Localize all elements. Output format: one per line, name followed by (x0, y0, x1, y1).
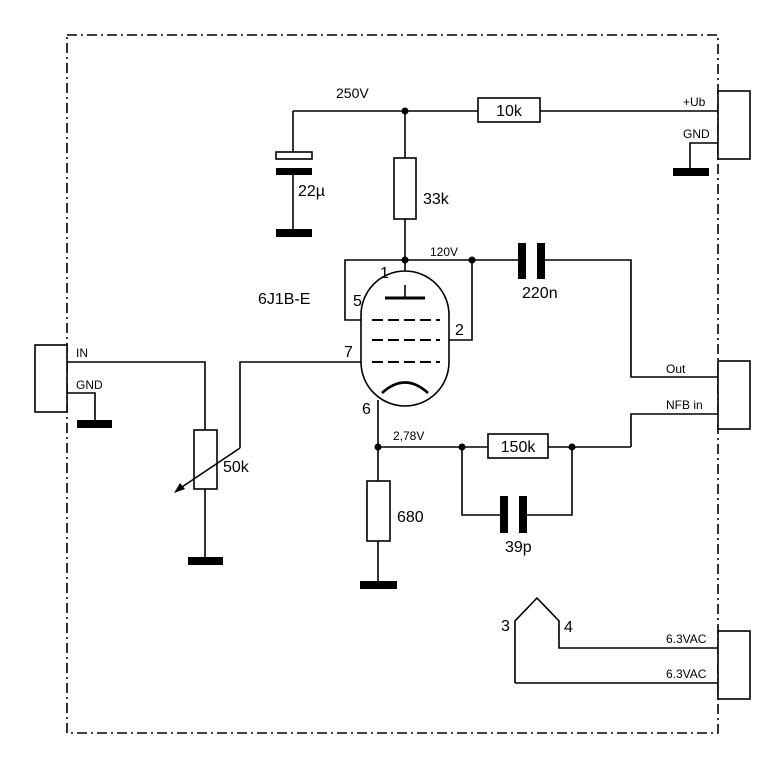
label-in: IN (76, 346, 88, 360)
resistor-680 (366, 480, 391, 542)
input-wiring (67, 361, 361, 557)
label-supply-gnd: GND (683, 127, 710, 141)
label-pin-7: 7 (344, 344, 353, 361)
label-r-cathode: 680 (397, 509, 424, 526)
ground-symbol (276, 229, 312, 237)
connector-supply (717, 90, 751, 160)
connector-output (717, 360, 751, 430)
ground-symbol (188, 557, 223, 565)
label-supply-voltage: 250V (336, 85, 369, 101)
junction-cathode (374, 443, 382, 451)
capacitor-22u (275, 151, 313, 175)
label-cathode-voltage: 2,78V (393, 429, 424, 443)
capacitor-220n (518, 243, 545, 279)
ground-symbol (673, 168, 709, 176)
label-c-out: 220n (522, 285, 558, 302)
supply-wiring (292, 110, 718, 285)
label-heater-2: 6.3VAC (666, 667, 707, 681)
capacitor-39p (500, 496, 527, 533)
wiper-arrow-icon (174, 447, 241, 493)
heater-wiring (514, 596, 718, 684)
label-pin-2: 2 (455, 322, 464, 339)
label-c-supply: 22µ (298, 183, 325, 200)
label-r-fb: 150k (501, 439, 537, 456)
cathode-wiring (377, 400, 718, 585)
junction-plate (401, 256, 409, 264)
label-nfb: NFB in (666, 398, 703, 412)
label-plate-voltage: 120V (430, 245, 458, 259)
label-out: Out (666, 362, 686, 376)
label-in-gnd: GND (76, 378, 103, 392)
label-pin-4: 4 (564, 619, 573, 636)
junction-fb-right (568, 443, 576, 451)
connector-heater (717, 630, 751, 700)
label-pin-1: 1 (380, 265, 389, 282)
ground-symbol (77, 420, 112, 428)
resistor-150k (487, 433, 549, 459)
label-supply-pos: +Ub (683, 95, 706, 109)
ground-symbol (360, 581, 397, 589)
label-tube: 6J1B-E (258, 291, 310, 308)
connector-input (34, 344, 68, 413)
label-pot: 50k (223, 459, 250, 476)
potentiometer-50k (193, 429, 218, 490)
label-heater-1: 6.3VAC (666, 632, 707, 646)
vacuum-tube (360, 270, 450, 407)
junction-250v (401, 107, 409, 115)
label-pin-6: 6 (362, 401, 371, 418)
label-c-fb: 39p (505, 539, 532, 556)
label-pin-5: 5 (353, 293, 362, 310)
label-pin-3: 3 (501, 618, 510, 635)
junction-fb-left (458, 443, 466, 451)
label-r-supply: 10k (496, 103, 523, 120)
junction-120v (468, 256, 476, 264)
resistor-10k (477, 97, 541, 123)
label-r-plate: 33k (423, 191, 450, 208)
resistor-33k (393, 157, 417, 220)
